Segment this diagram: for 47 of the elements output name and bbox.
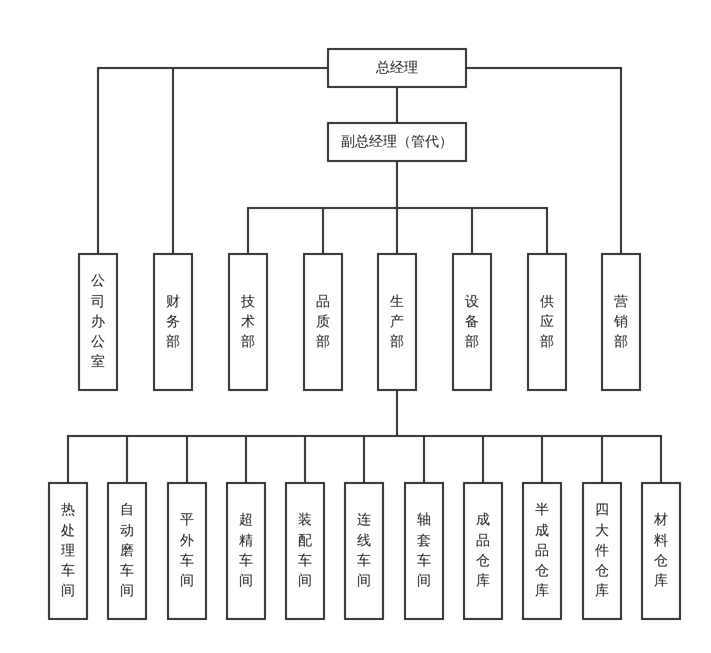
org-box (167, 482, 207, 620)
connector-line (396, 162, 548, 253)
box-label: 平外车间 (180, 511, 194, 592)
box-label: 热处理车间 (61, 501, 75, 602)
org-box (377, 253, 417, 391)
box-label: 财务部 (166, 292, 180, 352)
box-label: 公司办公室 (91, 272, 105, 372)
org-box (522, 482, 562, 620)
box-label: 自动磨车间 (120, 501, 134, 602)
org-box (48, 482, 88, 620)
box-label: 超精车间 (239, 511, 253, 592)
connector-line (396, 391, 662, 482)
box-label: 连线车间 (357, 511, 371, 592)
org-box (601, 253, 641, 391)
org-box (285, 482, 325, 620)
org-box (303, 253, 343, 391)
box-label: 技术部 (241, 292, 255, 352)
org-box (327, 48, 467, 88)
org-box (226, 482, 266, 620)
box-label: 半成品仓库 (535, 501, 549, 602)
org-box (452, 253, 492, 391)
org-box (344, 482, 384, 620)
connector-line (467, 67, 622, 253)
org-box (404, 482, 444, 620)
box-label: 品质部 (316, 292, 330, 352)
box-label: 设备部 (465, 292, 479, 352)
org-box (228, 253, 268, 391)
box-label: 副总经理（管代） (341, 133, 453, 151)
org-box (463, 482, 503, 620)
org-box (327, 122, 467, 162)
box-label: 生产部 (390, 292, 404, 352)
connector-line (172, 67, 327, 253)
box-label: 轴套车间 (417, 511, 431, 592)
box-label: 四大件仓库 (595, 501, 609, 602)
box-label: 材料仓库 (654, 511, 668, 592)
org-box (641, 482, 681, 620)
org-box (153, 253, 193, 391)
org-box (527, 253, 567, 391)
box-label: 供应部 (540, 292, 554, 352)
org-box (78, 253, 118, 391)
box-label: 装配车间 (298, 511, 312, 592)
org-box (107, 482, 147, 620)
box-label: 成品仓库 (476, 511, 490, 592)
connector-line (396, 88, 398, 122)
box-label: 营销部 (614, 292, 628, 352)
box-label: 总经理 (376, 59, 418, 77)
org-box (582, 482, 622, 620)
